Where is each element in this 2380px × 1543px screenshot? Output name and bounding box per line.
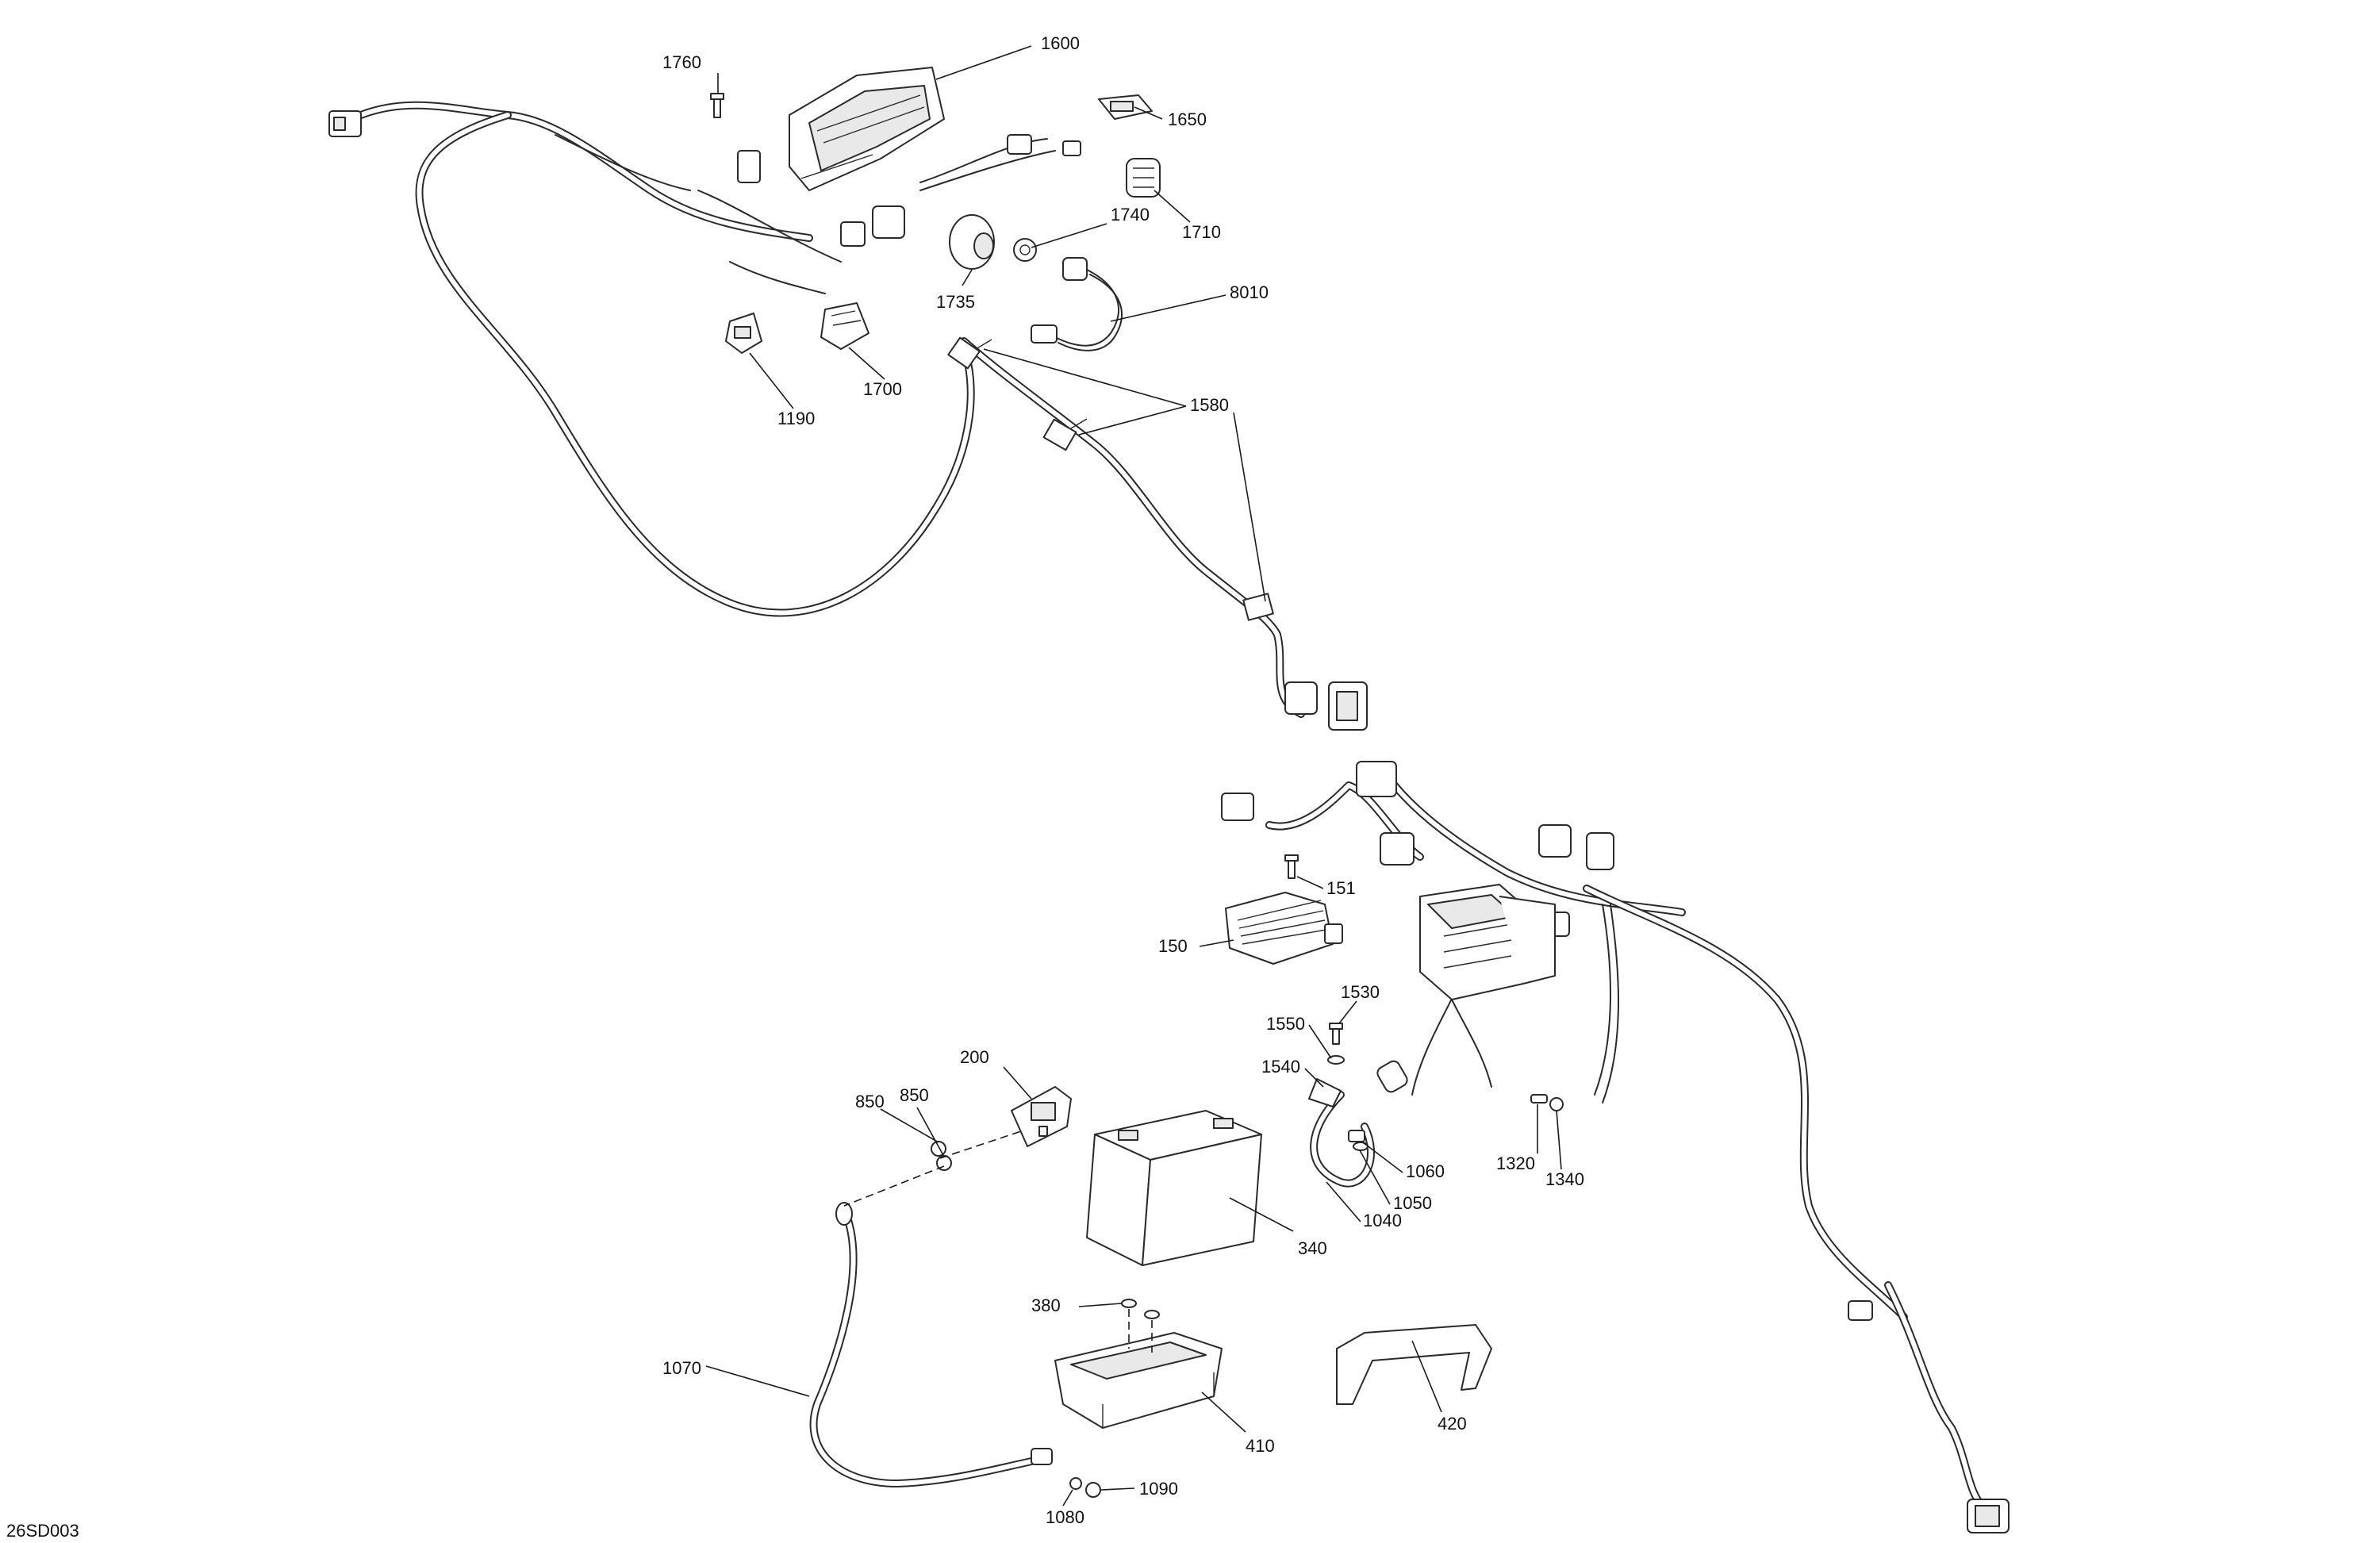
screw-380-a [1121,1299,1137,1308]
switch-1710 [1126,158,1161,198]
strap-420 [1336,1324,1492,1405]
callout-1740: 1740 [1111,205,1150,225]
instrument-cluster [789,67,945,191]
harness-connector-c [872,205,905,239]
switch-1650 [1098,94,1153,120]
screw-1320 [1530,1094,1548,1104]
harness-clip-1580-a [947,336,992,370]
callout-1550: 1550 [1266,1014,1305,1034]
callout-1760: 1760 [662,52,701,72]
harness-connector-g [1380,832,1415,866]
callout-1090: 1090 [1139,1479,1178,1499]
callout-850-b: 850 [900,1085,929,1105]
callout-1050: 1050 [1393,1193,1432,1213]
harness-connector-h [1538,824,1572,858]
sensor-1190 [725,313,762,354]
upper-wiring-harness [328,101,1368,731]
callout-1070: 1070 [662,1358,701,1378]
callout-1600: 1600 [1041,33,1080,53]
callout-labels: 1600 1760 1650 1740 1710 8010 1735 1700 … [662,33,1584,1527]
harness-clip-1580-c [1242,593,1274,621]
screw-151 [1284,854,1299,879]
callout-1540: 1540 [1261,1057,1300,1077]
harness-connector-i [1586,832,1614,870]
knob-1735 [949,214,995,270]
callout-8010: 8010 [1230,282,1269,302]
callout-1080: 1080 [1046,1507,1084,1527]
harness-connector-a [737,150,761,183]
harness-clip-1580-b [1042,418,1088,451]
callout-1040: 1040 [1363,1211,1402,1230]
solenoid-200 [1011,1086,1072,1147]
nut-850-a [931,1141,946,1157]
washer-1080 [1069,1477,1082,1490]
figure-id: 26SD003 [6,1521,79,1541]
callout-1650: 1650 [1168,109,1207,129]
harness-connector-f [1356,761,1397,797]
callout-410: 410 [1246,1436,1275,1456]
screw-380-b [1144,1310,1160,1319]
callout-420: 420 [1438,1414,1467,1434]
callout-150: 150 [1158,936,1188,956]
cable-8010 [1031,257,1123,351]
callout-1735: 1735 [936,292,975,312]
callout-1340: 1340 [1545,1169,1584,1189]
ground-cable-1040 [1308,1078,1375,1188]
callout-1710: 1710 [1182,222,1221,242]
battery-340 [1086,1110,1262,1266]
leader-lines [705,45,1562,1507]
callout-1060: 1060 [1406,1161,1445,1181]
nut-1090 [1085,1482,1101,1498]
callout-1700: 1700 [863,379,902,399]
screw-1760 [710,93,724,118]
harness-connector-e [1221,793,1254,821]
branch-connector-a [1284,681,1318,715]
right-wiring-harness [1221,761,2010,1533]
screw-1530 [1329,1023,1343,1045]
washer-1550 [1327,1055,1345,1065]
fuse-box [1419,884,1556,1000]
callout-380: 380 [1031,1295,1061,1315]
callout-200: 200 [960,1047,989,1067]
bolt-1060-nut-1050 [1348,1130,1368,1151]
battery-tray-410 [1054,1332,1223,1429]
nut-1340 [1549,1097,1564,1111]
switch-1700 [820,302,869,350]
callout-1530: 1530 [1341,982,1380,1002]
callout-1190: 1190 [777,409,815,428]
callout-340: 340 [1298,1238,1327,1258]
nut-1740 [1013,238,1037,262]
callout-151: 151 [1326,878,1356,898]
harness-connector-b [840,221,866,247]
callout-1580: 1580 [1190,395,1229,415]
battery-cable-1070 [809,1202,1053,1487]
harness-connector-d [1007,134,1032,155]
callout-1320: 1320 [1496,1153,1535,1173]
callout-850-a: 850 [855,1092,885,1111]
voltage-regulator [1225,892,1343,965]
